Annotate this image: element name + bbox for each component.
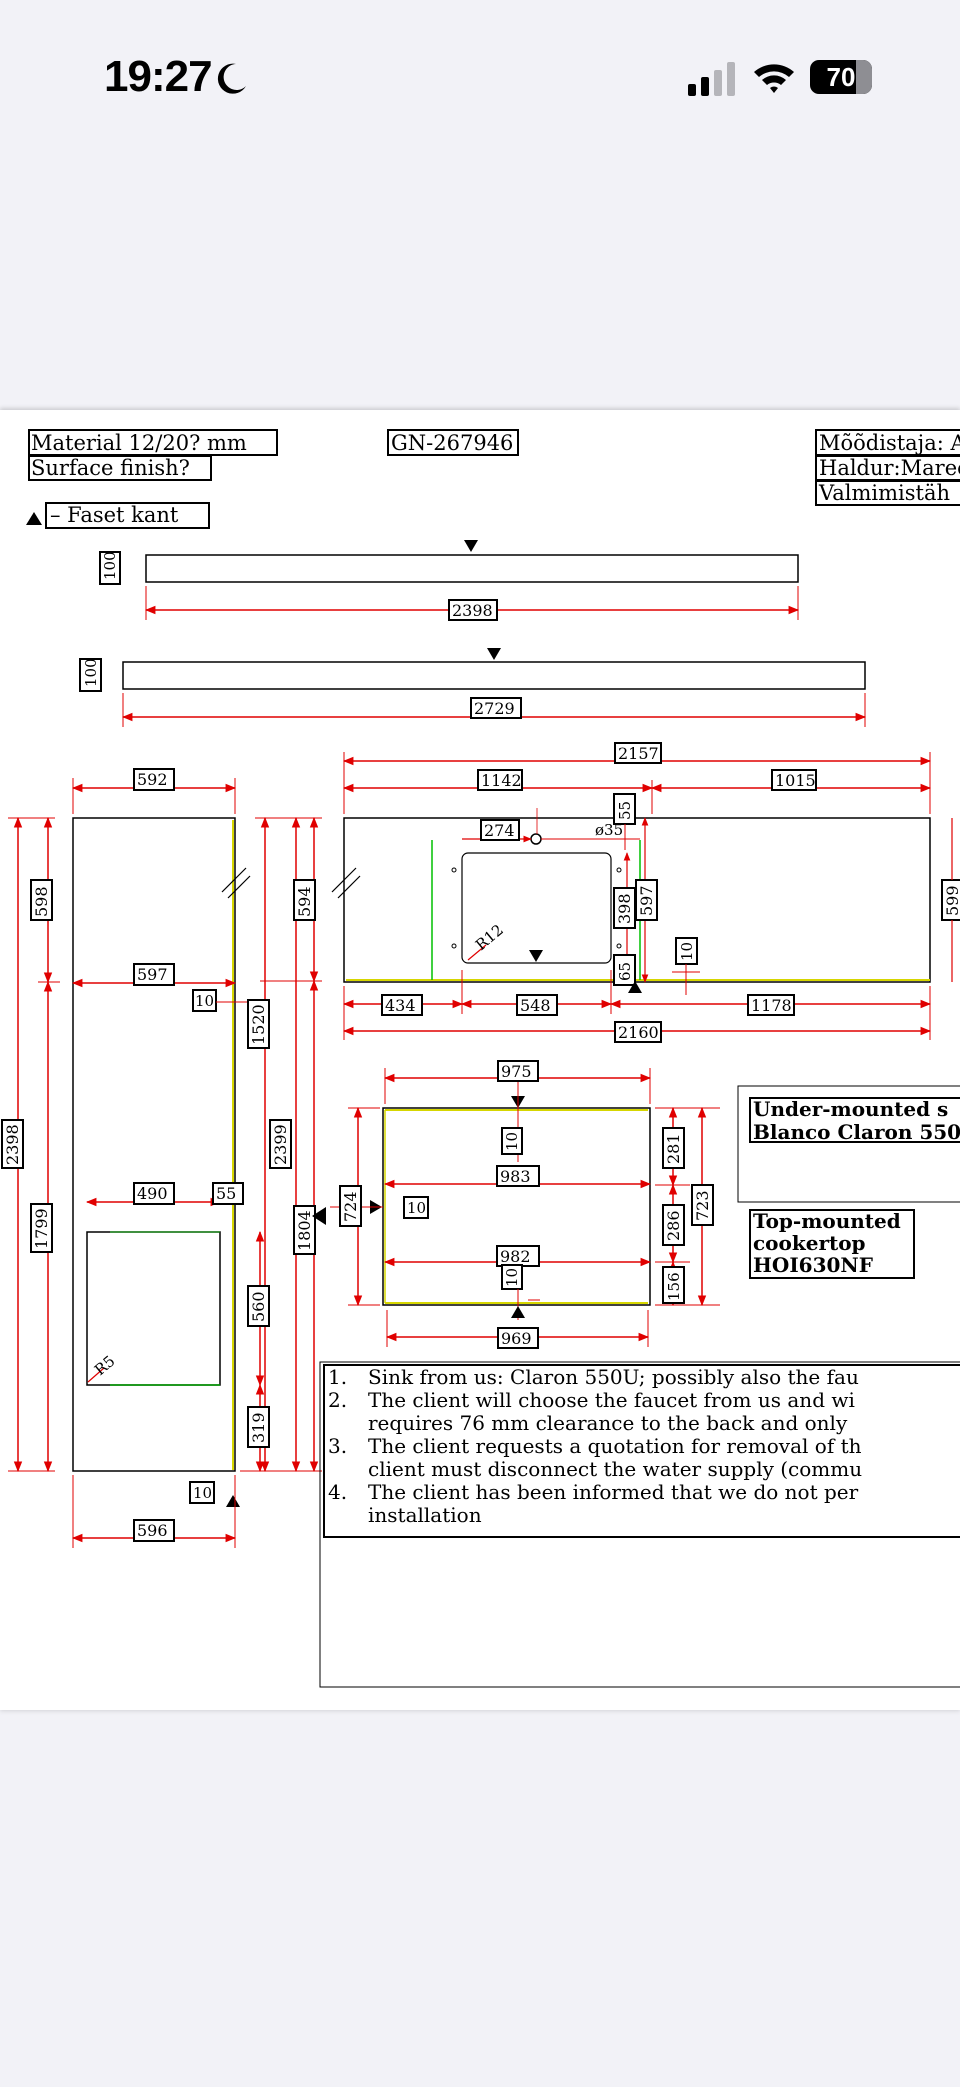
- left-offset-55: 55: [216, 1184, 236, 1203]
- strip2-height: 100: [82, 658, 100, 687]
- cooker-bottom-969: 969: [501, 1329, 532, 1348]
- sink-hole: ø35: [595, 821, 623, 839]
- manufacturer-label: Valmimistäh: [818, 481, 950, 505]
- strip1-length: 2398: [452, 601, 493, 620]
- note-2-num: 2.: [328, 1388, 347, 1412]
- strip-1: 100 2398: [99, 540, 800, 621]
- cooker-info-box: Top-mounted cookertop HOI630NF: [749, 1209, 915, 1279]
- cooker-offset-10: 10: [503, 1132, 521, 1151]
- cellular-signal-icon: [688, 62, 735, 96]
- sink-info-line1: Under-mounted s: [753, 1097, 948, 1121]
- left-height-2399: 2399: [271, 1124, 290, 1165]
- sink-width-434: 434: [385, 996, 416, 1015]
- left-total-height: 2398: [3, 1124, 22, 1165]
- battery-icon: 70: [810, 60, 872, 94]
- left-height-598: 598: [32, 886, 51, 917]
- note-2-line-1: The client will choose the faucet from u…: [368, 1388, 855, 1412]
- cooker-info-line3: HOI630NF: [753, 1253, 873, 1277]
- strip-2: 100 2729: [79, 648, 867, 727]
- left-bottom-width: 596: [137, 1521, 168, 1540]
- cooker-height-156: 156: [665, 1272, 683, 1301]
- note-1-num: 1.: [328, 1365, 347, 1389]
- technical-drawing: Material 12/20? mm Surface finish? GN-26…: [1, 429, 960, 1688]
- sink-total-2160: 2160: [618, 1023, 659, 1042]
- measurer-label: Mõõdistaja: A: [819, 431, 960, 455]
- left-height-560: 560: [249, 1291, 268, 1322]
- surface-label: Surface finish?: [31, 456, 190, 480]
- sink-total-2157: 2157: [618, 744, 659, 763]
- cooker-height-286: 286: [664, 1210, 683, 1241]
- left-height-1520: 1520: [249, 1004, 268, 1045]
- sink-width-1142: 1142: [481, 771, 522, 790]
- left-width-597: 597: [137, 965, 168, 984]
- legend-text: – Faset kant: [50, 503, 179, 527]
- note-4-line-1: The client has been informed that we do …: [368, 1480, 859, 1504]
- note-1-line-1: Sink from us: Claron 550U; possibly also…: [368, 1365, 859, 1389]
- sink-part: R12 2157 1142 1015 55 274 ø35 398 597: [331, 742, 960, 1043]
- note-3-line-2: client must disconnect the water supply …: [368, 1457, 862, 1481]
- cooker-height-724: 724: [341, 1191, 360, 1222]
- cooker-height-281: 281: [664, 1133, 683, 1164]
- sink-width-1178: 1178: [751, 996, 792, 1015]
- note-3-num: 3.: [328, 1434, 347, 1458]
- faset-triangle-icon: [26, 512, 42, 525]
- sink-offset-65: 65: [616, 962, 634, 981]
- material-label: Material 12/20? mm: [31, 431, 247, 455]
- note-3-line-1: The client requests a quotation for remo…: [368, 1434, 862, 1458]
- left-part: R5 592 2398 598 1799 597 10: [1, 768, 326, 1548]
- left-width-490: 490: [137, 1184, 168, 1203]
- cooker-part: 975 10 983 10 982 10 724: [330, 1060, 720, 1349]
- sink-width-548: 548: [520, 996, 551, 1015]
- note-4-num: 4.: [328, 1480, 347, 1504]
- manager-label: Haldur:Mareo: [819, 456, 960, 480]
- left-height-1799: 1799: [32, 1208, 51, 1249]
- strip2-length: 2729: [474, 699, 515, 718]
- header-material: Material 12/20? mm: [28, 429, 278, 456]
- sink-height-597: 597: [637, 885, 656, 916]
- moon-icon: [217, 63, 246, 94]
- sink-info-box: Under-mounted s Blanco Claron 550: [737, 1085, 960, 1203]
- strip1-height: 100: [101, 551, 119, 580]
- status-bar: 19:27 70: [0, 0, 960, 150]
- sink-height-599: 599: [943, 885, 960, 916]
- left-top-width: 592: [137, 770, 168, 789]
- left-height-1804: 1804: [295, 1210, 314, 1251]
- status-time: 19:27: [104, 52, 213, 101]
- drawing-sheet[interactable]: Material 12/20? mm Surface finish? GN-26…: [0, 410, 960, 1710]
- sink-edge-10: 10: [678, 942, 696, 961]
- left-height-594: 594: [295, 886, 314, 917]
- note-4-line-2: installation: [368, 1503, 482, 1527]
- notes-box: 1. Sink from us: Claron 550U; possibly a…: [319, 1361, 960, 1688]
- header-measurer: Mõõdistaja: A Haldur:Mareo Valmimistäh: [815, 429, 960, 506]
- cooker-info-line1: Top-mounted: [753, 1209, 901, 1233]
- order-number: GN-267946: [391, 431, 513, 455]
- left-height-319: 319: [249, 1412, 268, 1443]
- header-surface: Surface finish?: [28, 455, 212, 481]
- cooker-info-line2: cookertop: [753, 1231, 866, 1255]
- cooker-width-982: 982: [500, 1247, 531, 1266]
- battery-level: 70: [826, 62, 856, 92]
- cooker-width-983: 983: [500, 1167, 531, 1186]
- sink-info-line2: Blanco Claron 550: [753, 1120, 960, 1144]
- cooker-bottom-10: 10: [503, 1268, 521, 1287]
- header-order-number: GN-267946: [387, 429, 519, 456]
- sink-width-1015: 1015: [775, 771, 816, 790]
- sink-radius: R12: [472, 921, 507, 954]
- cooker-left-10: 10: [407, 1199, 426, 1217]
- sink-height-398: 398: [615, 893, 634, 924]
- wifi-icon: [754, 64, 794, 93]
- note-2-line-2: requires 76 mm clearance to the back and…: [368, 1411, 848, 1435]
- sink-offset-55: 55: [616, 801, 634, 820]
- sink-width-274: 274: [484, 821, 515, 840]
- cooker-height-723: 723: [693, 1190, 712, 1221]
- legend-faset-kant: – Faset kant: [26, 502, 210, 529]
- left-edge-10: 10: [195, 992, 214, 1010]
- cooker-top-975: 975: [501, 1062, 532, 1081]
- left-bottom-edge: 10: [193, 1484, 212, 1502]
